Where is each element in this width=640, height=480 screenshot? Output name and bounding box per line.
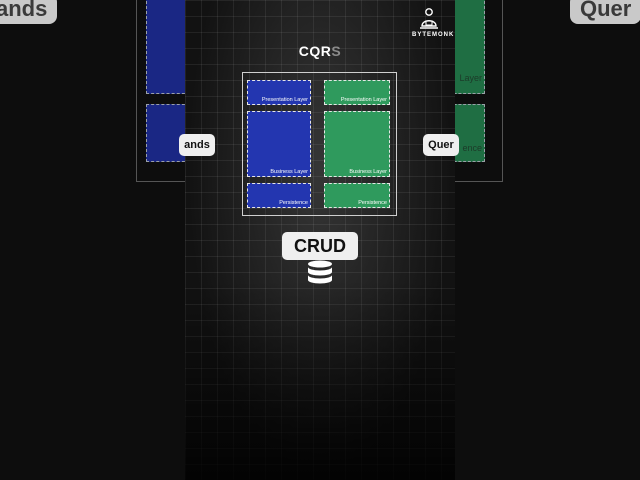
- right-tile-fragment-2: ence: [462, 143, 482, 153]
- title-bright: CQR: [298, 43, 332, 59]
- query-persistence-layer: Persistence: [324, 183, 390, 208]
- monk-logo-icon: [420, 8, 438, 29]
- crud-label: CRUD: [282, 232, 358, 260]
- layer-label: Persistence: [279, 200, 308, 206]
- database-icon: [308, 260, 332, 284]
- left-top-label: ands: [0, 0, 58, 24]
- command-business-layer: Business Layer: [247, 111, 311, 177]
- layer-label: Business Layer: [270, 169, 308, 175]
- layer-label: Presentation Layer: [261, 97, 308, 103]
- query-presentation-layer: Presentation Layer: [324, 80, 390, 105]
- layer-label: Presentation Layer: [340, 97, 387, 103]
- right-tile-fragment-1: Layer: [459, 73, 482, 83]
- brand-logo: BYTEMONK: [412, 8, 455, 38]
- command-presentation-layer: Presentation Layer: [247, 80, 311, 105]
- layer-label: Persistence: [358, 200, 387, 206]
- query-business-layer: Business Layer: [324, 111, 390, 177]
- title-dim: S: [331, 43, 342, 59]
- left-tile-mid: [146, 104, 185, 162]
- left-tile-top: [146, 0, 185, 94]
- right-frame: [455, 0, 503, 182]
- right-top-label: Quer: [570, 0, 640, 24]
- logo-text: BYTEMONK: [412, 32, 455, 38]
- layer-label: Business Layer: [349, 169, 387, 175]
- commands-label: ands: [179, 134, 215, 156]
- right-background-panel: Quer Layer ence: [455, 0, 640, 480]
- right-tile-mid: ence: [455, 104, 485, 162]
- left-background-panel: ands: [0, 0, 185, 480]
- architecture-frame: [242, 72, 397, 216]
- right-tile-top: Layer: [455, 0, 485, 94]
- diagram-title: CQRS: [290, 43, 350, 59]
- left-frame: [136, 0, 185, 182]
- queries-label: Quer: [423, 134, 459, 156]
- command-persistence-layer: Persistence: [247, 183, 311, 208]
